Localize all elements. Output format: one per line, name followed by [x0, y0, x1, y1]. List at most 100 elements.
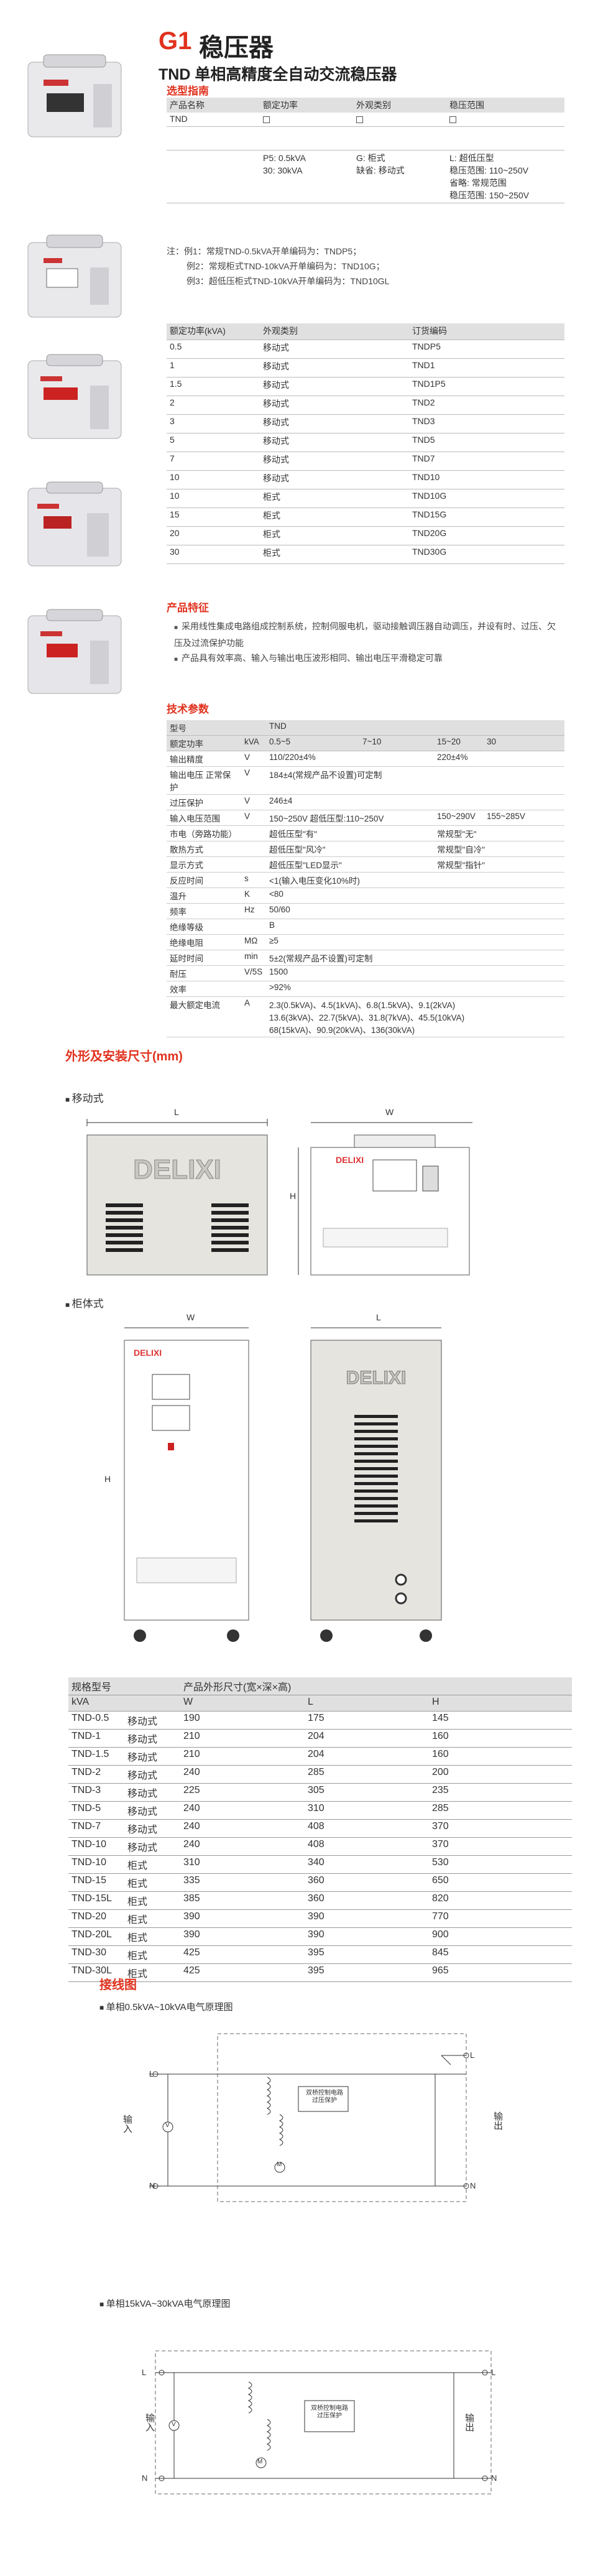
param-unit: min — [244, 952, 258, 961]
power-line-1: P5: 0.5kVA — [263, 152, 306, 163]
order-code: TND3 — [409, 414, 564, 433]
dims-type: 柜式 — [124, 1909, 180, 1928]
dims-type: 移动式 — [124, 1711, 180, 1730]
dims-H: 900 — [429, 1927, 572, 1946]
order-code: TND30G — [409, 545, 564, 564]
param-power-col-1: 0.5~5 — [266, 735, 359, 751]
param-power-col-2: 7~10 — [359, 735, 434, 751]
param-value: 超低压型"风冷" — [269, 845, 326, 855]
range-line-2: 稳压范围: 110~250V — [449, 165, 528, 175]
dim-label-H-mobile: H — [290, 1191, 297, 1201]
param-unit — [241, 857, 266, 873]
dims-header-W: W — [180, 1695, 305, 1712]
param-unit: K — [244, 889, 251, 899]
param-model-value: TND — [266, 720, 564, 736]
order-power: 0.5 — [167, 340, 260, 359]
dims-H: 845 — [429, 1945, 572, 1964]
order-code: TND1 — [409, 358, 564, 378]
param-label: 显示方式 — [170, 861, 203, 870]
dims-L: 395 — [305, 1963, 429, 1982]
checkbox-power — [263, 116, 270, 123]
param-label: 绝缘电阻 — [170, 938, 203, 948]
dims-H: 235 — [429, 1783, 572, 1802]
brand-logo-cabinet: DELIXI — [134, 1348, 162, 1358]
dims-L: 285 — [305, 1765, 429, 1784]
param-value: 110/220±4% — [269, 753, 316, 762]
product-subtitle: TND 单相高精度全自动交流稳压器 — [159, 66, 397, 83]
page-title: 稳压器 — [199, 34, 274, 62]
dims-W: 240 — [180, 1819, 305, 1838]
wiring-diagram-2-title: 单相15kVA~30kVA电气原理图 — [99, 2297, 231, 2310]
param-value-line: 1500 — [269, 967, 288, 976]
dims-W: 225 — [180, 1783, 305, 1802]
outline-title: 外形及安装尺寸(mm) — [65, 1050, 183, 1063]
param-row: 显示方式超低压型"LED显示"常规型"指针" — [167, 857, 564, 873]
dims-type: 柜式 — [124, 1891, 180, 1910]
param-value-line: B — [269, 920, 275, 930]
dims-W: 210 — [180, 1747, 305, 1766]
wire2-out-L: L — [491, 2368, 496, 2377]
selection-guide-title: 选型指南 — [167, 85, 209, 97]
order-look: 柜式 — [260, 489, 409, 508]
param-value-line: <1(输入电压变化10%时) — [269, 876, 360, 886]
param-unit: V — [244, 796, 251, 805]
order-code: TND7 — [409, 452, 564, 471]
order-look: 移动式 — [260, 470, 409, 489]
dims-L: 395 — [305, 1945, 429, 1964]
param-value: 155~285V — [487, 812, 525, 821]
dims-L: 390 — [305, 1909, 429, 1928]
order-code: TND2 — [409, 396, 564, 415]
note-line-2: 例2：常规柜式TND-10kVA开单编码为：TND10G； — [186, 261, 385, 271]
sel-header-look: 外观类别 — [353, 98, 446, 113]
param-label: 输出电压 正常保护 — [170, 771, 231, 792]
product-photo-3 — [19, 351, 140, 445]
order-look: 移动式 — [260, 414, 409, 433]
param-power-label: 额定功率 — [167, 735, 241, 751]
dims-type: 柜式 — [124, 1873, 180, 1892]
order-look: 移动式 — [260, 377, 409, 396]
param-value: 184±4(常规产品不设置)可定制 — [266, 767, 564, 795]
order-look: 移动式 — [260, 452, 409, 471]
dims-model: TND-0.5 — [68, 1711, 124, 1730]
cabinet-type-label: 柜体式 — [65, 1295, 104, 1310]
dims-L: 390 — [305, 1927, 429, 1946]
dims-W: 425 — [180, 1963, 305, 1982]
wiring-diagram-1 — [112, 2027, 510, 2208]
order-power: 2 — [167, 396, 260, 415]
dims-header-H: H — [429, 1695, 572, 1712]
param-label: 延时时间 — [170, 954, 203, 963]
power-line-2: 30: 30kVA — [263, 165, 303, 175]
product-photo-5 — [19, 606, 140, 700]
dims-W: 240 — [180, 1801, 305, 1820]
wiring-diagram-1-title: 单相0.5kVA~10kVA电气原理图 — [99, 2000, 233, 2013]
wire2-out-N: N — [491, 2473, 497, 2483]
order-header-look: 外观类别 — [260, 323, 409, 340]
checkbox-look — [356, 116, 363, 123]
brand-watermark-cabinet: DELIXI — [346, 1368, 407, 1388]
sel-product-code: TND — [167, 113, 260, 127]
wire2-output: 输出 — [464, 2413, 474, 2432]
dims-type: 移动式 — [124, 1783, 180, 1802]
order-power: 1 — [167, 358, 260, 378]
order-power: 15 — [167, 507, 260, 527]
dims-L: 340 — [305, 1855, 429, 1874]
param-value-line: 13.6(3kVA)、22.7(5kVA)、31.8(7kVA)、45.5(10… — [269, 1013, 465, 1022]
param-unit: Hz — [244, 905, 255, 914]
param-value-line: 2.3(0.5kVA)、4.5(1kVA)、6.8(1.5kVA)、9.1(2k… — [269, 1001, 456, 1010]
features-list: 采用线性集成电路组成控制系统，控制伺服电机，驱动接触调压器自动调压，并设有时、过… — [174, 619, 559, 667]
dims-H: 965 — [429, 1963, 572, 1982]
brand-watermark-mobile: DELIXI — [133, 1154, 221, 1185]
order-power: 30 — [167, 545, 260, 564]
